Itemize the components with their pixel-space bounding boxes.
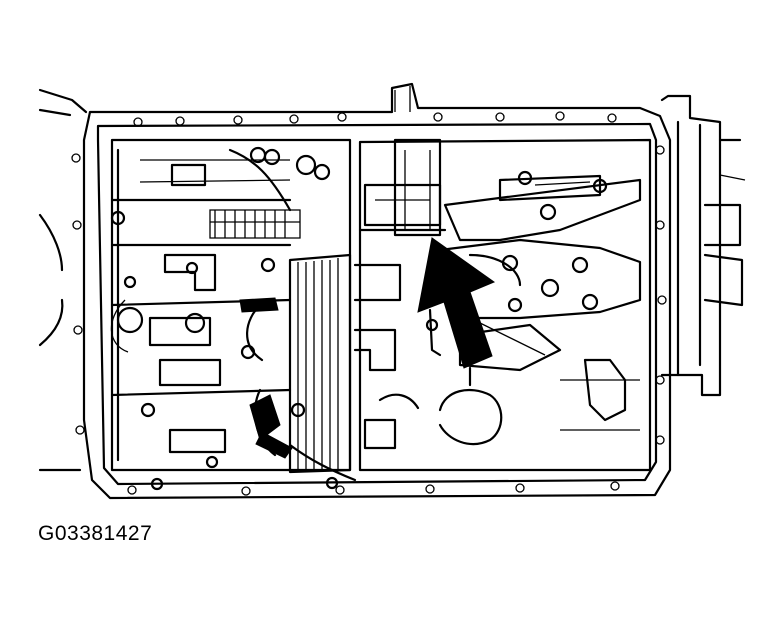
transmission-case-right <box>583 94 746 422</box>
valve-body-bolts <box>110 210 339 491</box>
figure-reference-code: G03381427 <box>38 522 153 545</box>
transmission-case-left <box>38 88 88 472</box>
oil-pan-flange <box>82 82 672 500</box>
wiring-harness <box>228 146 357 482</box>
valve-body-right-section <box>353 138 652 472</box>
flange-bolt-holes <box>71 111 667 496</box>
callout-arrow <box>417 237 496 369</box>
